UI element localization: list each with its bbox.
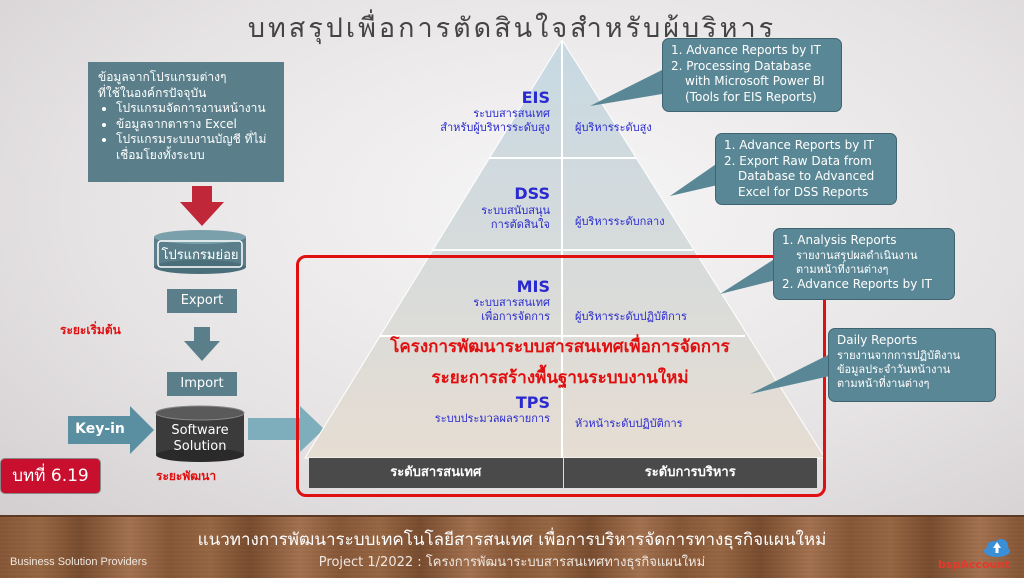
brand-logo-text: bspAccount bbox=[938, 558, 1011, 571]
eis-desc-1: ระบบสารสนเทศ bbox=[473, 107, 550, 120]
down-arrow-teal-icon bbox=[184, 327, 220, 361]
software-line-2: Solution bbox=[173, 439, 227, 455]
source-item: โปรแกรมระบบงานบัญชี ที่ไม่เชื่อมโยงทั้งร… bbox=[116, 132, 274, 163]
footer-subtitle: Project 1/2022 : โครงการพัฒนาระบบสารสนเท… bbox=[318, 555, 706, 570]
mis-desc-1: ระบบสารสนเทศ bbox=[473, 296, 550, 309]
project-title-line-1: โครงการพัฒนาระบบสารสนเทศเพื่อการจัดการ bbox=[390, 337, 730, 357]
dss-role: ผู้บริหารระดับกลาง bbox=[575, 215, 665, 228]
phase-develop-label: ระยะพัฒนา bbox=[156, 469, 217, 483]
import-step: Import bbox=[167, 372, 237, 396]
source-item: ข้อมูลจากตาราง Excel bbox=[116, 117, 274, 133]
callout-tps-line: รายงานจากการปฏิบัติงาน bbox=[837, 348, 961, 362]
dss-desc-2: การตัดสินใจ bbox=[490, 218, 550, 232]
keyin-label: Key-in bbox=[75, 421, 125, 437]
source-heading-2: ที่ใช้ในองค์กรปัจจุบัน bbox=[98, 85, 207, 100]
source-list: โปรแกรมจัดการงานหน้างาน ข้อมูลจากตาราง E… bbox=[98, 101, 274, 163]
tps-desc: ระบบประมวลผลรายการ bbox=[434, 412, 550, 425]
callout-pointer-dss bbox=[670, 160, 722, 196]
callout-eis: 1. Advance Reports by IT 2. Processing D… bbox=[662, 38, 842, 112]
pyramid-diagram bbox=[304, 40, 826, 459]
export-step: Export bbox=[167, 289, 237, 313]
callout-dss-line: 2. Export Raw Data from bbox=[724, 153, 872, 168]
callout-pointer-tps bbox=[750, 354, 830, 394]
callout-mis-line: รายงานสรุปผลดำเนินงาน bbox=[796, 248, 918, 262]
mis-desc-2: เพื่อการจัดการ bbox=[481, 310, 550, 324]
source-item: โปรแกรมจัดการงานหน้างาน bbox=[116, 101, 274, 117]
callout-dss-line: Database to Advanced bbox=[738, 169, 875, 184]
eis-desc: ระบบสารสนเทศ สำหรับผู้บริหารระดับสูง bbox=[400, 107, 550, 136]
callout-eis-line: with Microsoft Power BI bbox=[685, 74, 825, 89]
callout-eis-line: 1. Advance Reports by IT bbox=[671, 43, 821, 57]
mis-label: MIS bbox=[516, 277, 550, 296]
software-line-1: Software bbox=[171, 423, 229, 438]
callout-tps-line: ตามหน้าที่งานต่างๆ bbox=[837, 377, 930, 391]
callout-dss-line: Excel for DSS Reports bbox=[738, 184, 869, 199]
eis-role: ผู้บริหารระดับสูง bbox=[575, 121, 652, 134]
mis-role: ผู้บริหารระดับปฏิบัติการ bbox=[575, 310, 687, 323]
eis-desc-2: สำหรับผู้บริหารระดับสูง bbox=[440, 121, 550, 135]
callout-tps-line: ข้อมูลประจำวันหน้างาน bbox=[837, 362, 951, 376]
right-arrow-icon bbox=[248, 406, 324, 452]
wood-floor-footer bbox=[0, 515, 1024, 578]
chapter-badge: บทที่ 6.19 bbox=[0, 458, 101, 494]
callout-dss-line: 1. Advance Reports by IT bbox=[724, 138, 874, 152]
cloud-logo-icon bbox=[984, 539, 1010, 557]
source-systems-box: ข้อมูลจากโปรแกรมต่างๆ ที่ใช้ในองค์กรปัจจ… bbox=[88, 62, 284, 182]
database-icon bbox=[154, 230, 246, 274]
database-label: โปรแกรมย่อย bbox=[161, 248, 239, 263]
pyramid-base-bar: ระดับสารสนเทศ ระดับการบริหาร bbox=[309, 458, 817, 488]
mis-desc: ระบบสารสนเทศ เพื่อการจัดการ bbox=[400, 296, 550, 325]
dss-desc: ระบบสนับสนุน การตัดสินใจ bbox=[400, 204, 550, 233]
dss-desc-1: ระบบสนับสนุน bbox=[481, 204, 550, 217]
base-info-level: ระดับสารสนเทศ bbox=[309, 458, 564, 488]
callout-eis-line: (Tools for EIS Reports) bbox=[685, 89, 817, 104]
callout-tps: Daily Reports รายงานจากการปฏิบัติงาน ข้อ… bbox=[828, 328, 996, 402]
dss-label: DSS bbox=[514, 184, 550, 203]
project-title-line-2: ระยะการสร้างพื้นฐานระบบงานใหม่ bbox=[431, 368, 689, 388]
software-solution-label: Software Solution bbox=[154, 423, 246, 456]
software-solution-icon bbox=[155, 405, 245, 462]
callout-eis-line: 2. Processing Database bbox=[671, 58, 812, 73]
callout-tps-line: Daily Reports bbox=[837, 333, 918, 347]
callout-mis-line: 2. Advance Reports by IT bbox=[782, 277, 932, 292]
keyin-arrow-icon bbox=[68, 406, 154, 454]
callout-mis: 1. Analysis Reports รายงานสรุปผลดำเนินงา… bbox=[773, 228, 955, 300]
source-heading-1: ข้อมูลจากโปรแกรมต่างๆ bbox=[98, 70, 227, 84]
tps-role: หัวหน้าระดับปฏิบัติการ bbox=[575, 417, 683, 430]
company-name: Business Solution Providers bbox=[10, 556, 147, 568]
callout-mis-line: ตามหน้าที่งานต่างๆ bbox=[796, 262, 889, 276]
phase-start-label: ระยะเริ่มต้น bbox=[60, 323, 121, 337]
tps-label: TPS bbox=[515, 393, 550, 412]
down-arrow-red-icon bbox=[180, 186, 224, 226]
eis-label: EIS bbox=[521, 88, 550, 107]
callout-pointer-mis bbox=[720, 258, 776, 294]
callout-pointer-eis bbox=[590, 70, 662, 106]
callout-dss: 1. Advance Reports by IT 2. Export Raw D… bbox=[715, 133, 897, 205]
base-management-level: ระดับการบริหาร bbox=[644, 465, 736, 480]
callout-mis-line: 1. Analysis Reports bbox=[782, 233, 897, 247]
footer-main-title: แนวทางการพัฒนาระบบเทคโนโลยีสารสนเทศ เพื่… bbox=[197, 530, 827, 550]
